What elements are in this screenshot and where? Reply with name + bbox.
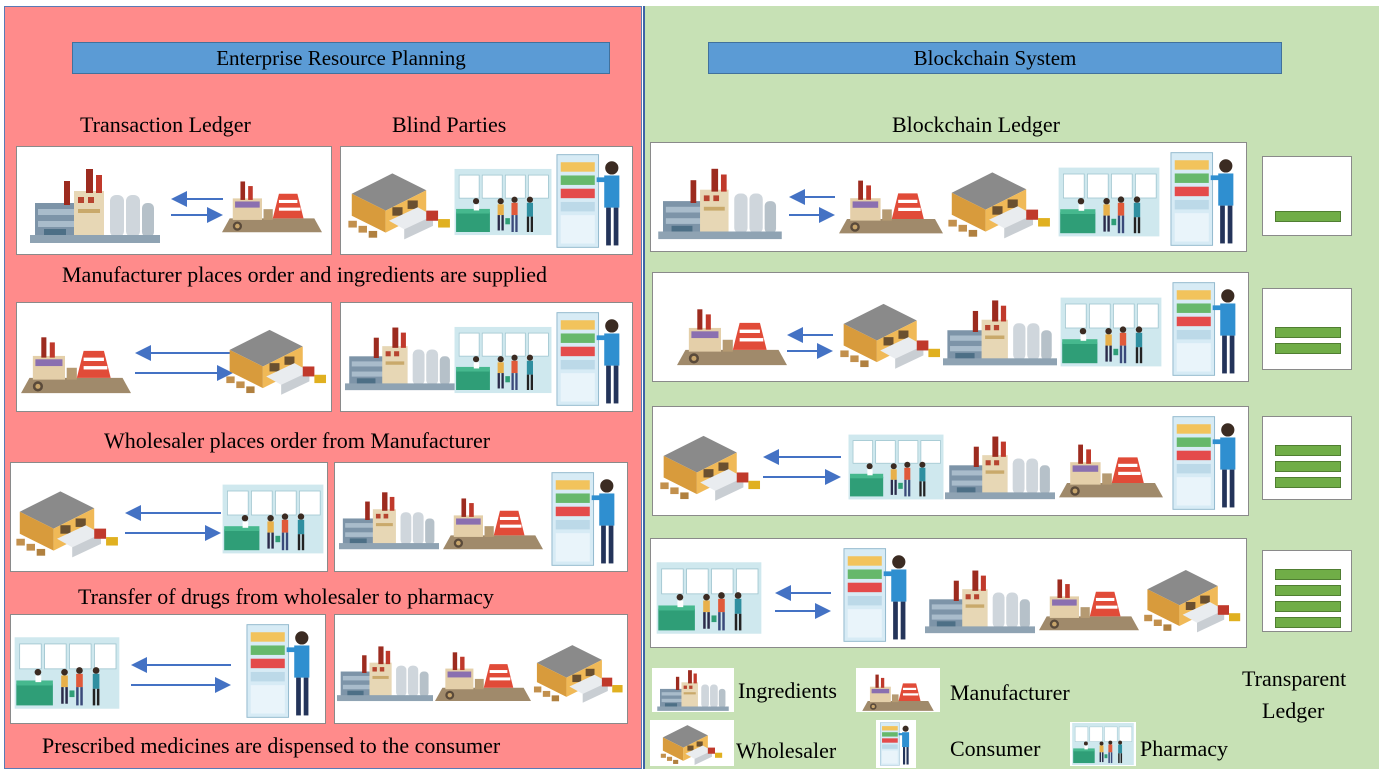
transaction-ledger-label: Transaction Ledger xyxy=(80,112,251,137)
erp-caption-1: Manufacturer places order and ingredient… xyxy=(62,262,548,287)
ledger-entry xyxy=(1275,617,1341,628)
ledger-block-2 xyxy=(1262,288,1352,370)
consumer-icon xyxy=(1165,147,1245,251)
order-arrows xyxy=(125,505,221,541)
ledger-entry xyxy=(1275,211,1341,222)
ingredients-icon xyxy=(345,323,455,393)
legend-consumer-label: Consumer xyxy=(950,736,1041,761)
order-arrows xyxy=(775,585,831,619)
ingredients-icon xyxy=(655,165,785,241)
erp-caption-4: Prescribed medicines are dispensed to th… xyxy=(42,733,501,758)
ledger-entry xyxy=(1275,569,1341,580)
ingredients-icon xyxy=(337,639,433,707)
transparent-ledger-label-line1: Transparent xyxy=(1242,666,1347,691)
erp-row2-blind-card xyxy=(340,302,633,412)
ingredients-icon xyxy=(943,293,1057,371)
order-arrows xyxy=(135,345,233,381)
ingredients-icon xyxy=(925,563,1035,639)
wholesaler-icon xyxy=(1141,551,1245,645)
pharmacy-icon xyxy=(453,157,553,247)
blockchain-row3-card xyxy=(652,406,1249,516)
legend-consumer-icon xyxy=(876,720,916,768)
order-arrows xyxy=(171,191,223,223)
consumer-icon xyxy=(547,467,625,571)
blind-parties-label: Blind Parties xyxy=(392,112,507,137)
wholesaler-icon xyxy=(345,155,455,251)
order-arrows xyxy=(131,657,231,693)
legend-manufacturer-label: Manufacturer xyxy=(950,680,1070,705)
blockchain-row4-card xyxy=(650,538,1247,648)
ledger-entry xyxy=(1275,477,1341,488)
ledger-entry xyxy=(1275,601,1341,612)
ingredients-icon xyxy=(339,485,439,555)
legend-ingredients-icon xyxy=(652,668,734,712)
transparent-ledger-label-line2: Ledger xyxy=(1262,698,1325,723)
manufacturer-icon xyxy=(839,165,943,241)
ledger-block-3 xyxy=(1262,416,1352,500)
ledger-block-4 xyxy=(1262,550,1352,632)
blockchain-row2-card xyxy=(652,272,1249,382)
wholesaler-icon xyxy=(657,417,765,513)
wholesaler-icon xyxy=(531,625,627,717)
ledger-entry xyxy=(1275,585,1341,596)
wholesaler-icon xyxy=(13,473,123,569)
legend-pharmacy-label: Pharmacy xyxy=(1140,736,1228,761)
pharmacy-icon xyxy=(847,425,945,509)
ledger-entry xyxy=(1275,327,1341,338)
erp-row3-transaction-card xyxy=(10,462,328,572)
consumer-icon xyxy=(1167,277,1247,381)
consumer-icon xyxy=(837,543,919,647)
order-arrows xyxy=(787,327,833,359)
ingredients-icon xyxy=(945,429,1055,505)
ledger-entry xyxy=(1275,461,1341,472)
erp-row1-blind-card xyxy=(340,146,633,255)
pharmacy-icon xyxy=(13,627,121,719)
manufacturer-icon xyxy=(1039,563,1139,639)
erp-caption-2: Wholesaler places order from Manufacture… xyxy=(104,428,491,453)
legend-wholesaler-icon xyxy=(650,720,734,766)
consumer-icon xyxy=(241,619,321,723)
erp-row2-transaction-card xyxy=(16,302,332,412)
erp-row3-blind-card xyxy=(334,462,628,572)
order-arrows xyxy=(789,189,835,223)
consumer-icon xyxy=(553,307,629,411)
legend-pharmacy-icon xyxy=(1070,722,1136,766)
blockchain-title: Blockchain System xyxy=(708,42,1282,74)
wholesaler-icon xyxy=(223,311,331,407)
wholesaler-icon xyxy=(945,155,1055,249)
consumer-icon xyxy=(1167,411,1247,515)
erp-title: Enterprise Resource Planning xyxy=(72,42,610,74)
ledger-entry xyxy=(1275,445,1341,456)
pharmacy-icon xyxy=(1059,287,1163,377)
blockchain-row1-card xyxy=(650,142,1247,252)
order-arrows xyxy=(763,449,841,485)
legend-manufacturer-icon xyxy=(856,668,940,712)
ledger-entry xyxy=(1275,343,1341,354)
ledger-block-1 xyxy=(1262,156,1352,236)
pharmacy-icon xyxy=(221,471,325,567)
pharmacy-icon xyxy=(655,553,763,643)
pharmacy-icon xyxy=(1057,157,1161,247)
manufacturer-icon xyxy=(443,485,543,555)
legend-wholesaler-label: Wholesaler xyxy=(736,738,837,763)
consumer-icon xyxy=(553,149,629,253)
ingredients-icon xyxy=(25,165,165,245)
erp-caption-3: Transfer of drugs from wholesaler to pha… xyxy=(78,584,494,609)
legend-ingredients-label: Ingredients xyxy=(738,678,837,703)
erp-row4-blind-card xyxy=(334,614,628,724)
manufacturer-icon xyxy=(222,163,322,243)
blockchain-ledger-label: Blockchain Ledger xyxy=(892,112,1060,137)
pharmacy-icon xyxy=(453,315,553,405)
manufacturer-icon xyxy=(435,639,531,707)
manufacturer-icon xyxy=(677,295,787,371)
manufacturer-icon xyxy=(1059,429,1163,505)
erp-row1-transaction-card xyxy=(16,146,332,255)
manufacturer-icon xyxy=(21,323,131,399)
wholesaler-icon xyxy=(837,285,945,381)
erp-row4-transaction-card xyxy=(10,614,326,724)
